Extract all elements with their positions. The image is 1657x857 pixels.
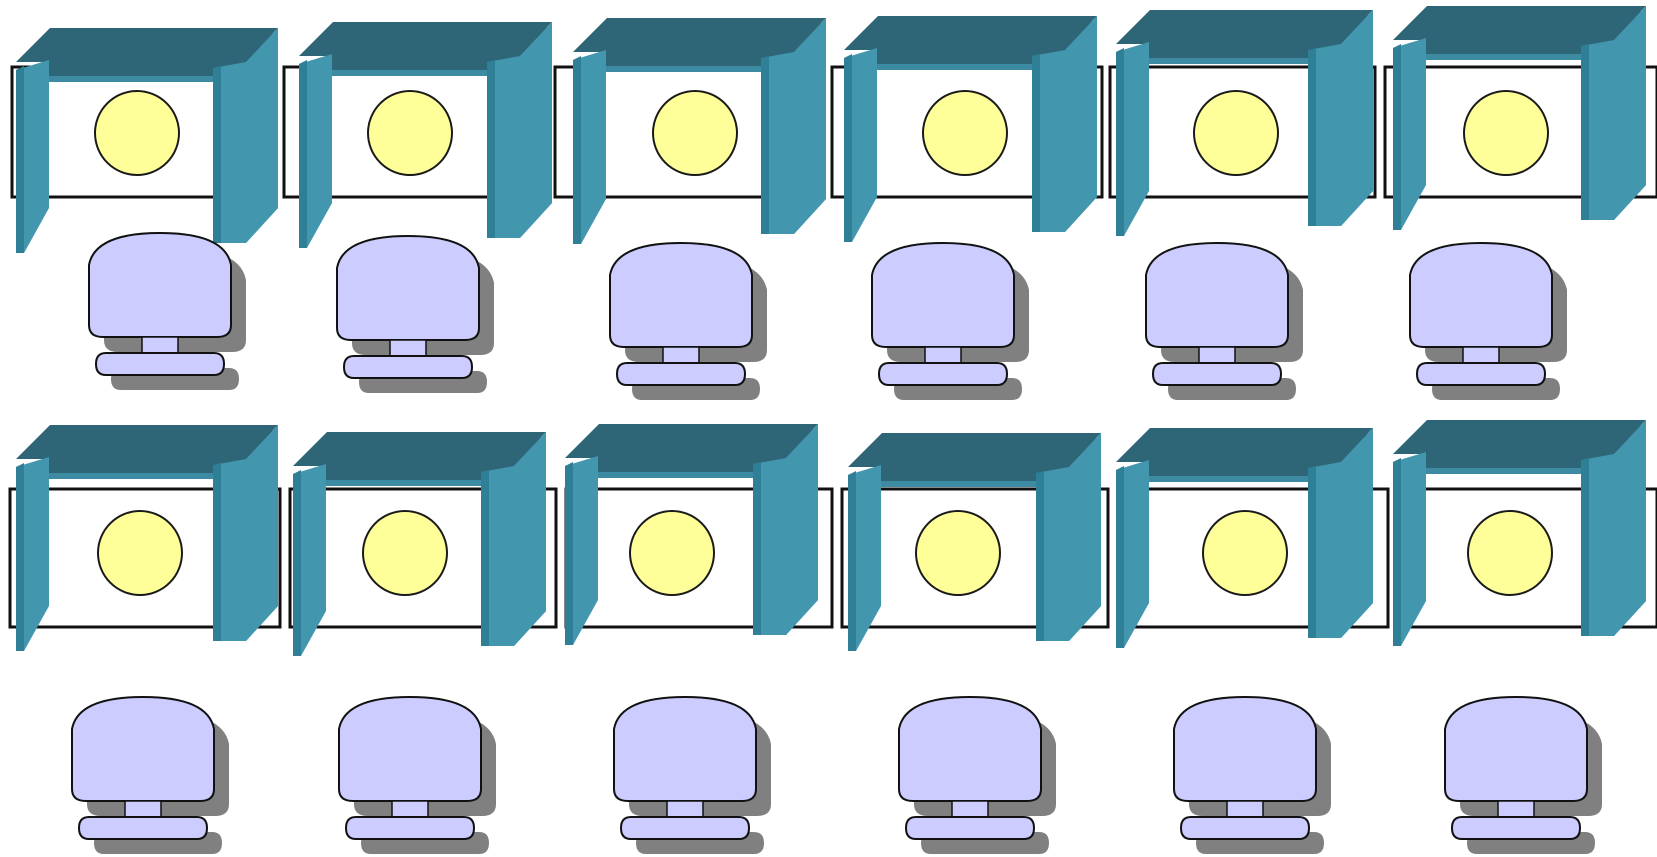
monitor-screen <box>337 236 479 340</box>
computer-monitor-icon <box>89 233 246 390</box>
monitor-stand <box>1199 347 1235 363</box>
computer-monitor-icon <box>1174 697 1331 854</box>
computer-monitor-icon <box>1445 697 1602 854</box>
light-icon <box>630 511 714 595</box>
computer-monitor-icon <box>1410 243 1567 400</box>
light-icon <box>368 91 452 175</box>
keyboard <box>346 817 474 839</box>
keyboard <box>1153 363 1281 385</box>
monitor-stand <box>1227 801 1263 817</box>
keyboard <box>96 353 224 375</box>
keyboard <box>1181 817 1309 839</box>
keyboard <box>879 363 1007 385</box>
monitor-screen <box>610 243 752 347</box>
monitor-screen <box>72 697 214 801</box>
computer-monitor-icon <box>72 697 229 854</box>
monitor-stand <box>663 347 699 363</box>
computer-monitor-icon <box>872 243 1029 400</box>
computer-monitor-icon <box>899 697 1056 854</box>
monitor-screen <box>1146 243 1288 347</box>
light-icon <box>363 511 447 595</box>
keyboard <box>1452 817 1580 839</box>
light-icon <box>653 91 737 175</box>
keyboard <box>79 817 207 839</box>
light-icon <box>916 511 1000 595</box>
light-icon <box>1464 91 1548 175</box>
monitor-stand <box>952 801 988 817</box>
light-icon <box>1203 511 1287 595</box>
monitor-stand <box>667 801 703 817</box>
keyboard <box>344 356 472 378</box>
keyboard <box>621 817 749 839</box>
light-icon <box>95 91 179 175</box>
monitor-screen <box>89 233 231 337</box>
keyboard <box>617 363 745 385</box>
monitor-stand <box>925 347 961 363</box>
computer-monitor-icon <box>1146 243 1303 400</box>
monitor-stand <box>1463 347 1499 363</box>
monitor-screen <box>339 697 481 801</box>
computer-monitor-icon <box>614 697 771 854</box>
monitor-stand <box>125 801 161 817</box>
monitor-screen <box>1410 243 1552 347</box>
monitor-stand <box>392 801 428 817</box>
monitor-stand <box>390 340 426 356</box>
computer-monitor-icon <box>339 697 496 854</box>
light-icon <box>923 91 1007 175</box>
monitor-screen <box>872 243 1014 347</box>
keyboard <box>1417 363 1545 385</box>
monitor-screen <box>614 697 756 801</box>
monitor-screen <box>1445 697 1587 801</box>
light-icon <box>1194 91 1278 175</box>
light-icon <box>1468 511 1552 595</box>
keyboard <box>906 817 1034 839</box>
monitor-stand <box>1498 801 1534 817</box>
monitor-screen <box>1174 697 1316 801</box>
computer-monitor-icon <box>337 236 494 393</box>
monitor-stand <box>142 337 178 353</box>
light-icon <box>98 511 182 595</box>
monitor-screen <box>899 697 1041 801</box>
computer-monitor-icon <box>610 243 767 400</box>
